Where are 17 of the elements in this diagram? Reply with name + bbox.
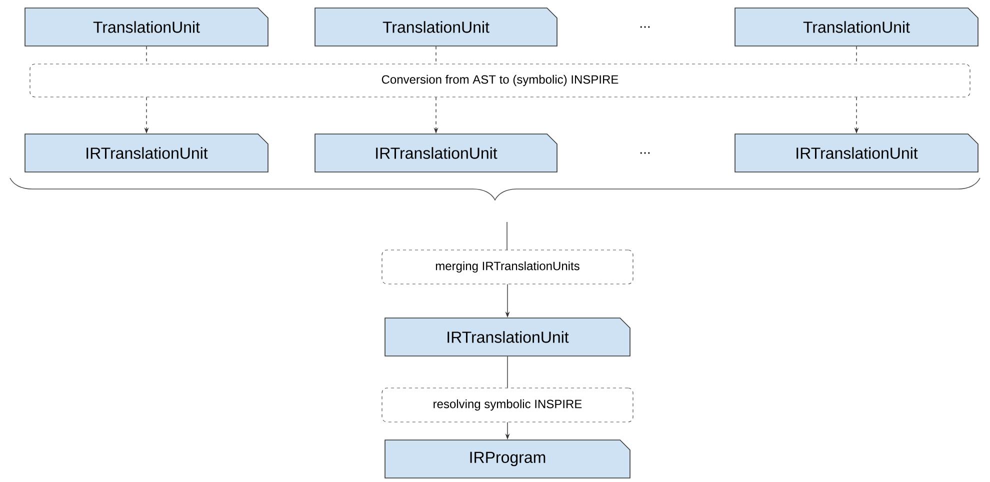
connector-line: [856, 46, 857, 64]
connector-line: [146, 46, 147, 64]
connector-line: [506, 222, 508, 250]
unit-box: TranslationUnit: [24, 8, 268, 46]
unit-box: IRProgram: [384, 440, 630, 478]
unit-box: IRTranslationUnit: [24, 134, 268, 172]
ellipsis-label: ...: [640, 26, 650, 28]
process-step-box: resolving symbolic INSPIRE: [382, 388, 634, 422]
unit-box: TranslationUnit: [734, 8, 978, 46]
connector-line: [507, 356, 508, 388]
unit-box: IRTranslationUnit: [384, 318, 630, 356]
process-step-box: merging IRTranslationUnits: [382, 250, 634, 284]
ellipsis-label: ...: [640, 152, 650, 154]
process-step-box: Conversion from AST to (symbolic) INSPIRE: [30, 64, 970, 98]
unit-box: TranslationUnit: [314, 8, 558, 46]
unit-box: IRTranslationUnit: [314, 134, 558, 172]
unit-box: IRTranslationUnit: [734, 134, 978, 172]
